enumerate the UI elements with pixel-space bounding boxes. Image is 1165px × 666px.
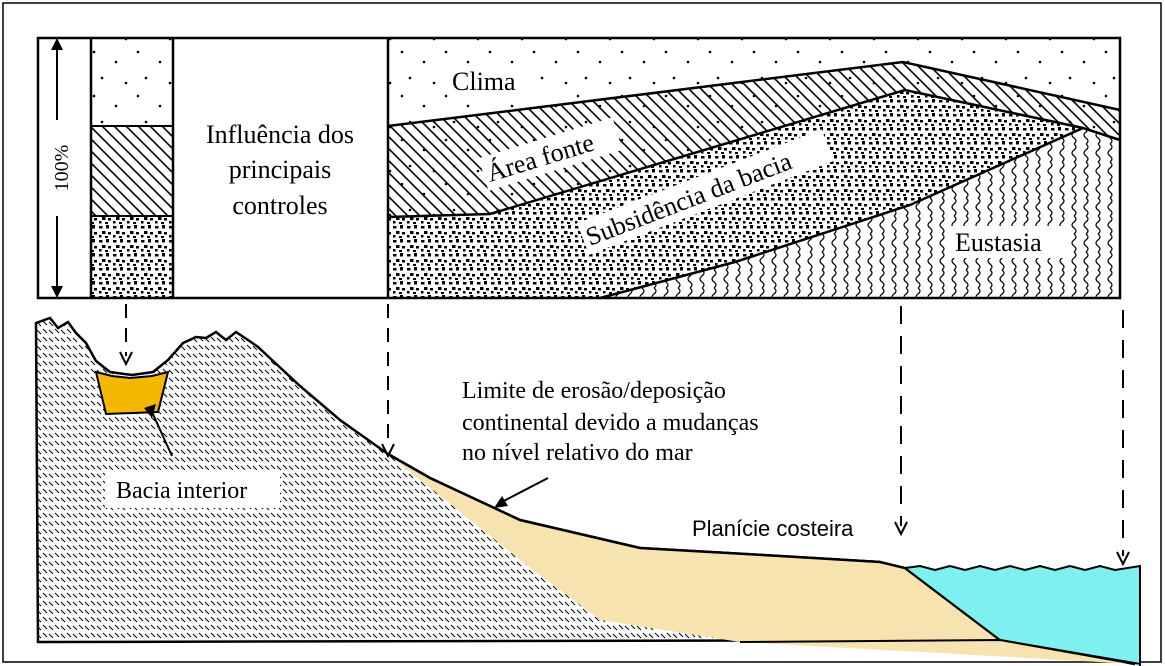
controls-box (36, 36, 1122, 300)
label-planicie: Planície costeira (692, 516, 854, 541)
scale-label: 100% (51, 145, 73, 192)
landscape-profile: Bacia interior Limite de erosão/deposiçã… (34, 304, 1141, 666)
sediment-wedge (388, 454, 1000, 642)
label-clima: Clima (452, 67, 516, 96)
label-limite-line3: no nível relativo do mar (462, 440, 693, 466)
dashed-arrows (125, 304, 1124, 556)
controls-title-line2: principais (229, 155, 332, 184)
controls-title-line3: controles (232, 191, 327, 220)
proportion-column (91, 38, 173, 298)
controls-title-line1: Influência dos (206, 120, 354, 149)
scale-bar: 100% (48, 38, 73, 298)
label-bacia-interior: Bacia interior (116, 478, 247, 504)
label-eustasia: Eustasia (955, 228, 1042, 257)
controls-panel: 100% Influência dos principais controles (36, 36, 1122, 300)
interior-basin-fill (94, 370, 170, 416)
label-limite-line1: Limite de erosão/deposição (462, 378, 726, 404)
label-limite-line2: continental devido a mudanças (462, 410, 759, 436)
